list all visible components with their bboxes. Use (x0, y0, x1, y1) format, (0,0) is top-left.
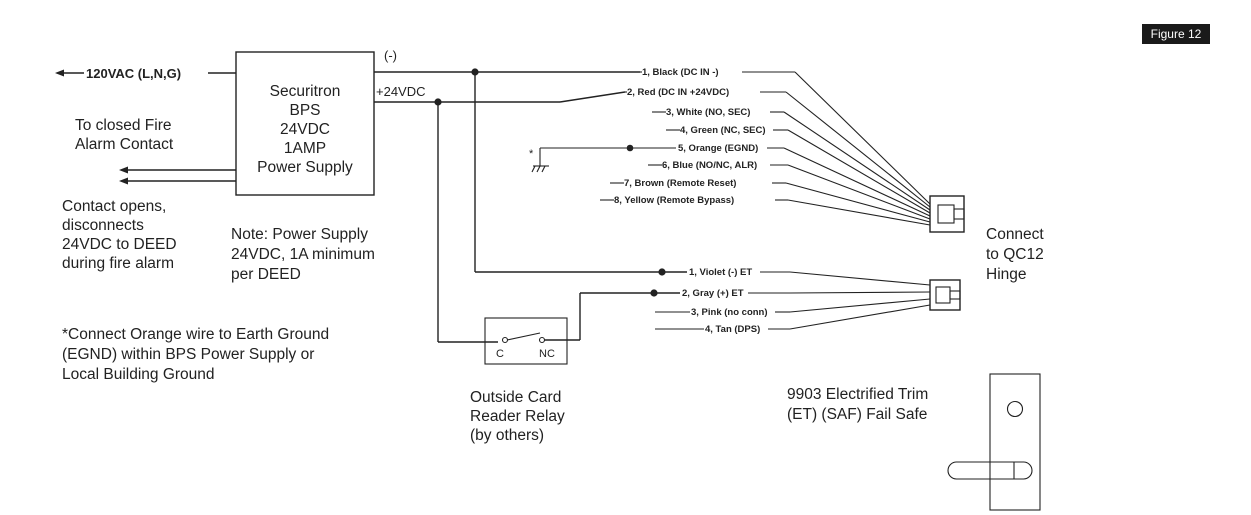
fire-alarm-arrow-2-icon (119, 177, 128, 185)
relay-nc-label: NC (539, 348, 555, 360)
qc12-wire-2-label: 2, Red (DC IN +24VDC) (627, 87, 729, 98)
et-wire-4-label: 4, Tan (DPS) (705, 324, 760, 335)
contact-note-line-4: during fire alarm (62, 255, 174, 272)
psu-line-2: BPS (289, 102, 320, 119)
et-wire-1: 1, Violet (-) ET (689, 267, 931, 286)
ground-hatch-2 (536, 165, 541, 173)
ground-note-line-2: (EGND) within BPS Power Supply or (62, 346, 314, 363)
relay-line-3: (by others) (470, 427, 544, 444)
earth-ground-icon (531, 148, 549, 173)
positive-rail-bend (559, 91, 626, 103)
et-wire-1-label: 1, Violet (-) ET (689, 267, 752, 278)
ground-hatch-1 (531, 165, 536, 173)
trim-lever (947, 461, 1033, 480)
qc12-connector-icon (929, 195, 965, 233)
relay-line-2: Reader Relay (470, 408, 565, 425)
trim-line-1: 9903 Electrified Trim (787, 386, 928, 403)
relay-line-1: Outside Card (470, 389, 561, 406)
figure-tag-background (1142, 24, 1210, 44)
gray-junction (650, 289, 658, 297)
et-wire-4: 4, Tan (DPS) (655, 304, 931, 335)
et-connector-icon (929, 279, 961, 311)
qc12-wire-4-label: 4, Green (NC, SEC) (680, 125, 766, 136)
et-wire-3-fan (789, 298, 931, 313)
relay-box (484, 317, 568, 365)
violet-junction (658, 268, 666, 276)
lever-trim-icon (947, 373, 1041, 511)
relay-c-label: C (496, 348, 504, 360)
relay-c-terminal (501, 336, 509, 344)
fire-alarm-arrow-1-icon (119, 166, 128, 174)
qc12-line-2: to QC12 (986, 246, 1044, 263)
fire-alarm-line-2: Alarm Contact (75, 136, 174, 153)
et-wire-3-label: 3, Pink (no conn) (691, 307, 768, 318)
qc12-wire-6-label: 6, Blue (NO/NC, ALR) (662, 160, 757, 171)
qc12-line-3: Hinge (986, 266, 1027, 283)
negative-label: (-) (384, 48, 397, 63)
psu-note-line-3: per DEED (231, 266, 301, 283)
qc12-connector-inner (937, 204, 955, 224)
qc12-wire-4-fan (787, 129, 931, 214)
trim-cylinder (1006, 400, 1024, 418)
qc12-wire-1-label: 1, Black (DC IN -) (642, 67, 719, 78)
qc12-wire-5-fan (783, 147, 931, 217)
psu-line-4: 1AMP (284, 140, 326, 157)
ground-note-line-3: Local Building Ground (62, 366, 215, 383)
et-wire-3: 3, Pink (no conn) (655, 298, 931, 318)
psu-line-5: Power Supply (257, 159, 353, 176)
ground-note-line-1: *Connect Orange wire to Earth Ground (62, 326, 329, 343)
figure-tag: Figure 12 (1151, 27, 1202, 41)
et-wire-2-label: 2, Gray (+) ET (682, 288, 744, 299)
qc12-wire-3-fan (783, 111, 931, 211)
et-wire-4-fan (789, 304, 931, 330)
qc12-wire-2: 2, Red (DC IN +24VDC) (625, 87, 931, 208)
qc12-wire-1: 1, Black (DC IN -) (640, 67, 931, 205)
fire-alarm-line-1: To closed Fire (75, 117, 171, 134)
positive-label: +24VDC (376, 84, 426, 99)
contact-note-line-3: 24VDC to DEED (62, 236, 177, 253)
trim-plate (989, 373, 1041, 511)
power-supply-box (235, 51, 375, 196)
et-connector-inner (935, 286, 951, 304)
power-input-label: 120VAC (L,N,G) (86, 66, 181, 81)
psu-note-line-2: 24VDC, 1A minimum (231, 246, 375, 263)
qc12-wire-8-fan (787, 199, 931, 226)
qc12-wire-6-fan (787, 164, 931, 220)
et-wire-2-fan (789, 291, 931, 294)
ground-hatch-3 (541, 165, 546, 173)
psu-line-3: 24VDC (280, 121, 330, 138)
et-wire-2: 2, Gray (+) ET (682, 288, 931, 299)
relay-nc-terminal (538, 336, 546, 344)
qc12-line-1: Connect (986, 226, 1044, 243)
qc12-wire-8-label: 8, Yellow (Remote Bypass) (614, 195, 734, 206)
qc12-wire-3: 3, White (NO, SEC) (652, 107, 931, 211)
qc12-wire-1-fan (794, 71, 931, 205)
et-connector-body (929, 279, 961, 311)
qc12-wire-5-label: 5, Orange (EGND) (678, 143, 758, 154)
contact-note-line-1: Contact opens, (62, 198, 166, 215)
qc12-wire-8: 8, Yellow (Remote Bypass) (600, 195, 931, 226)
qc12-wire-6: 6, Blue (NO/NC, ALR) (648, 160, 931, 220)
qc12-wire-2-fan (785, 91, 931, 208)
orange-junction (626, 144, 634, 152)
qc12-connector-key (953, 208, 965, 220)
input-arrow-icon (55, 69, 64, 77)
qc12-wire-7-fan (785, 182, 931, 223)
qc12-wire-7-label: 7, Brown (Remote Reset) (624, 178, 736, 189)
psu-line-1: Securitron (270, 83, 341, 100)
et-connector-key (949, 290, 961, 300)
contact-note-line-2: disconnects (62, 217, 144, 234)
ground-marker: * (529, 148, 534, 160)
qc12-wire-4: 4, Green (NC, SEC) (666, 125, 931, 214)
qc12-wire-5: 5, Orange (EGND) (540, 143, 931, 217)
qc12-wire-7: 7, Brown (Remote Reset) (610, 178, 931, 223)
relay-contact (506, 332, 541, 341)
qc12-connector-body (929, 195, 965, 233)
qc12-wire-3-label: 3, White (NO, SEC) (666, 107, 750, 118)
trim-line-2: (ET) (SAF) Fail Safe (787, 406, 927, 423)
et-wire-1-fan (789, 271, 931, 286)
psu-note-line-1: Note: Power Supply (231, 226, 368, 243)
